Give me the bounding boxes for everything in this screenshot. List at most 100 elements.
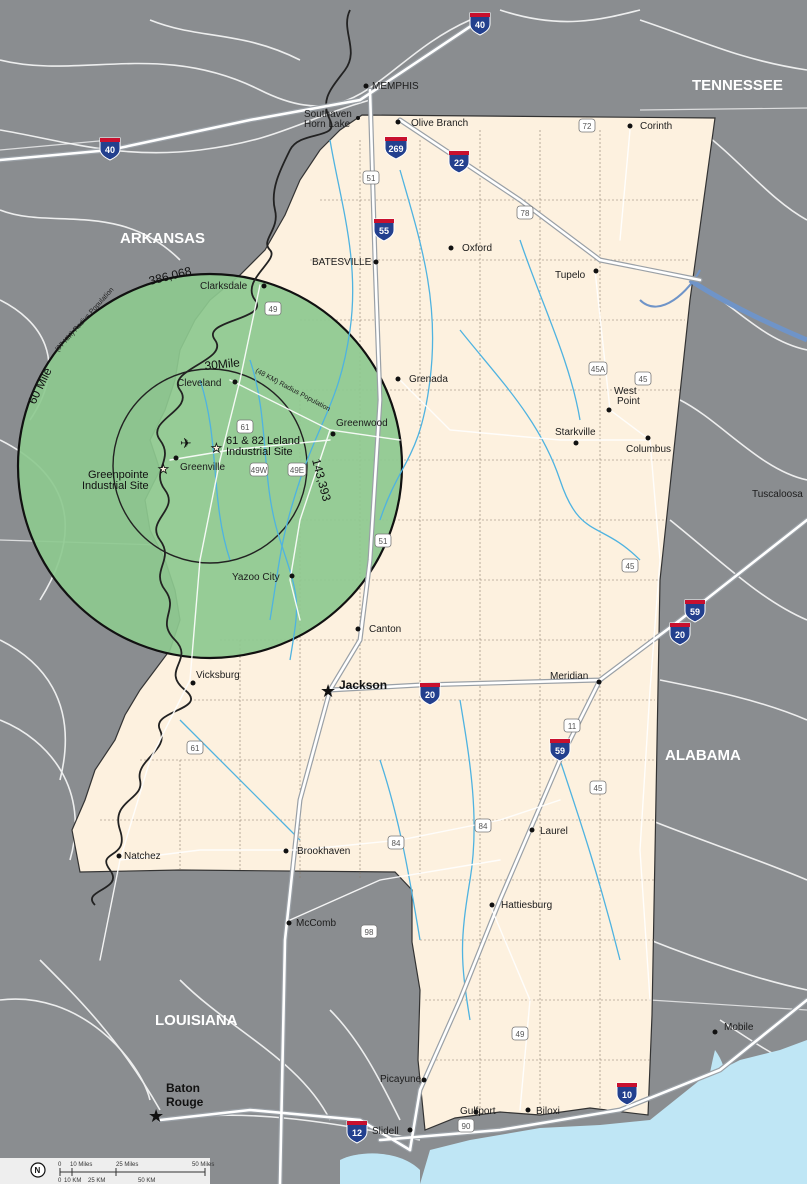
city-canton: Canton xyxy=(369,624,401,635)
svg-text:45A: 45A xyxy=(591,365,606,374)
city-baton-rouge-2: Rouge xyxy=(166,1095,204,1109)
city-tuscaloosa: Tuscaloosa xyxy=(752,489,803,500)
svg-text:22: 22 xyxy=(454,158,464,168)
city-west-point-1: West xyxy=(614,386,637,397)
city-west-point-2: Point xyxy=(617,396,640,407)
city-greenville: Greenville xyxy=(180,462,225,473)
us84-west-shield: 84 xyxy=(387,835,405,850)
site-greenpointe-2: Industrial Site xyxy=(82,480,149,492)
highways xyxy=(0,17,807,1184)
i40-left-shield: 40 xyxy=(99,137,121,161)
city-tupelo: Tupelo xyxy=(555,270,586,281)
county-lines xyxy=(100,130,700,1110)
city-mccomb: McComb xyxy=(296,918,336,929)
svg-text:40: 40 xyxy=(105,145,115,155)
us78-shield: 78 xyxy=(516,205,534,220)
svg-text:40: 40 xyxy=(475,20,485,30)
i12-shield: 12 xyxy=(346,1120,368,1144)
scale-km-50: 50 KM xyxy=(138,1178,155,1184)
us90-shield: 90 xyxy=(457,1118,475,1133)
city-cleveland: Cleveland xyxy=(177,378,221,389)
city-baton-rouge-1: Baton xyxy=(166,1081,200,1095)
greenpointe-site-star: ★ xyxy=(158,462,169,476)
city-slidell: Slidell xyxy=(372,1126,399,1137)
city-greenwood: Greenwood xyxy=(336,418,388,429)
us-route-shields: 72 78 51 49 45A 45 61 49W 49E 51 45 61 1… xyxy=(186,118,652,1133)
mississippi-river xyxy=(91,9,352,906)
us49w-shield: 49W xyxy=(249,462,269,477)
city-southaven: Southaven xyxy=(304,109,352,120)
svg-text:45: 45 xyxy=(626,562,635,571)
city-hattiesburg: Hattiesburg xyxy=(501,900,552,911)
city-oxford: Oxford xyxy=(462,243,492,254)
us61-shield: 61 xyxy=(236,419,254,434)
svg-text:84: 84 xyxy=(392,839,401,848)
us61-south-shield: 61 xyxy=(186,740,204,755)
city-olive-branch: Olive Branch xyxy=(411,118,468,129)
us45-south-shield: 45 xyxy=(589,780,607,795)
svg-text:12: 12 xyxy=(352,1128,362,1138)
city-vicksburg: Vicksburg xyxy=(196,670,240,681)
us51-north-shield: 51 xyxy=(362,170,380,185)
city-laurel: Laurel xyxy=(540,826,568,837)
us45a-shield: 45A xyxy=(588,361,608,376)
svg-text:49E: 49E xyxy=(290,466,304,475)
svg-text:49W: 49W xyxy=(251,466,268,475)
north-label: N xyxy=(35,1166,41,1175)
svg-text:98: 98 xyxy=(365,928,374,937)
city-starkville: Starkville xyxy=(555,427,596,438)
us45-mid-shield: 45 xyxy=(621,558,639,573)
scale-km-10: 10 KM xyxy=(64,1178,81,1184)
state-label-alabama: ALABAMA xyxy=(665,747,741,764)
svg-text:20: 20 xyxy=(675,630,685,640)
scale-mile-25: 25 Miles xyxy=(116,1162,138,1168)
site-greenpointe-1: Greenpointe xyxy=(88,469,149,481)
airport-icon: ✈ xyxy=(180,435,192,451)
i22-shield: 22 xyxy=(448,150,470,174)
interstate-shields: 40 40 269 22 55 20 2 xyxy=(99,12,706,1144)
scale-bar: N 0 10 Miles 25 Miles 50 Miles 0 10 KM 2… xyxy=(0,1158,214,1184)
city-brookhaven: Brookhaven xyxy=(297,846,350,857)
state-label-louisiana: LOUISIANA xyxy=(155,1012,238,1029)
city-columbus: Columbus xyxy=(626,444,671,455)
city-meridian: Meridian xyxy=(550,671,588,682)
rivers xyxy=(179,139,807,1021)
scale-mile-50: 50 Miles xyxy=(192,1162,214,1168)
city-horn-lake: Horn Lake xyxy=(304,119,351,130)
i40-top-shield: 40 xyxy=(469,12,491,36)
scale-mile-0: 0 xyxy=(58,1162,62,1168)
city-gulfport: Gulfport xyxy=(460,1106,496,1117)
leland-site-star: ★ xyxy=(211,441,222,455)
svg-text:61: 61 xyxy=(191,744,200,753)
svg-text:45: 45 xyxy=(594,784,603,793)
svg-text:72: 72 xyxy=(583,122,592,131)
city-grenada: Grenada xyxy=(409,374,448,385)
svg-text:61: 61 xyxy=(241,423,250,432)
city-natchez: Natchez xyxy=(124,851,161,862)
svg-text:55: 55 xyxy=(379,226,389,236)
city-biloxi: Biloxi xyxy=(536,1106,560,1117)
lake-pontchartrain xyxy=(340,1153,420,1184)
state-label-tennessee: TENNESSEE xyxy=(692,77,783,94)
site-leland-2: Industrial Site xyxy=(226,446,293,458)
i59-east-shield: 59 xyxy=(684,599,706,623)
svg-text:20: 20 xyxy=(425,690,435,700)
city-memphis: MEMPHIS xyxy=(372,81,419,92)
radius-60-mile xyxy=(16,272,404,660)
svg-text:78: 78 xyxy=(521,209,530,218)
city-yazoo-city: Yazoo City xyxy=(232,572,280,583)
svg-text:90: 90 xyxy=(462,1122,471,1131)
jackson-capital-star: ★ xyxy=(320,681,336,701)
site-leland-1: 61 & 82 Leland xyxy=(226,435,300,447)
us49-north-shield: 49 xyxy=(264,301,282,316)
us84-east-shield: 84 xyxy=(474,818,492,833)
us45-north-shield: 45 xyxy=(634,371,652,386)
i269-shield: 269 xyxy=(384,136,408,160)
scale-mile-10: 10 Miles xyxy=(70,1162,92,1168)
svg-text:84: 84 xyxy=(479,822,488,831)
i55-shield: 55 xyxy=(373,218,395,242)
us98-shield: 98 xyxy=(360,924,378,939)
city-clarksdale: Clarksdale xyxy=(200,281,248,292)
radius-inner-label: 30Mile xyxy=(204,355,241,373)
state-label-arkansas: ARKANSAS xyxy=(120,230,205,247)
